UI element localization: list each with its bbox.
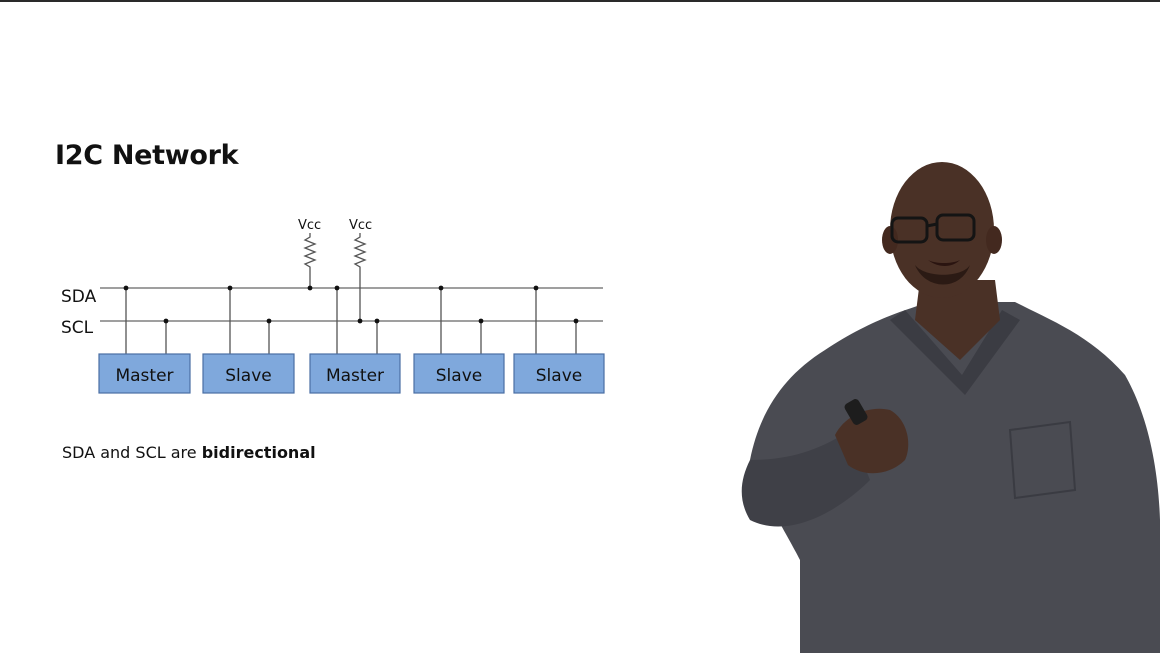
presenter-arm [741, 430, 870, 527]
device-label: Master [115, 366, 173, 386]
device-slave-2: Slave [413, 353, 505, 394]
device-wires [125, 288, 577, 354]
slide-title: I2C Network [55, 140, 239, 171]
sda-label: SDA [61, 287, 97, 307]
top-border [0, 0, 1160, 2]
caption-text: SDA and SCL are [62, 443, 202, 462]
i2c-diagram: SDA SCL Vcc Vcc Master Slave Master [61, 218, 605, 394]
clicker [844, 399, 868, 425]
presenter-figure [741, 162, 1160, 653]
device-master-2: Master [309, 353, 401, 394]
presenter-shirt [750, 302, 1160, 653]
slide-caption: SDA and SCL are bidirectional [62, 443, 316, 462]
presenter-hand [835, 408, 909, 474]
device-label: Slave [436, 366, 482, 386]
device-label: Slave [536, 366, 582, 386]
presenter-head [890, 162, 994, 298]
device-label: Master [326, 366, 384, 386]
scl-label: SCL [61, 318, 94, 338]
vcc-label-1: Vcc [298, 218, 321, 233]
vcc-label-2: Vcc [349, 218, 372, 233]
device-slave-1: Slave [202, 353, 295, 394]
caption-emphasis: bidirectional [201, 443, 316, 462]
pullup-resistor-sda: Vcc [298, 218, 321, 291]
glasses-icon [890, 213, 976, 244]
device-label: Slave [225, 366, 271, 386]
pullup-resistor-scl: Vcc [349, 218, 372, 324]
junction-dots [123, 285, 579, 324]
device-slave-3: Slave [513, 353, 605, 394]
device-master-1: Master [98, 353, 191, 394]
